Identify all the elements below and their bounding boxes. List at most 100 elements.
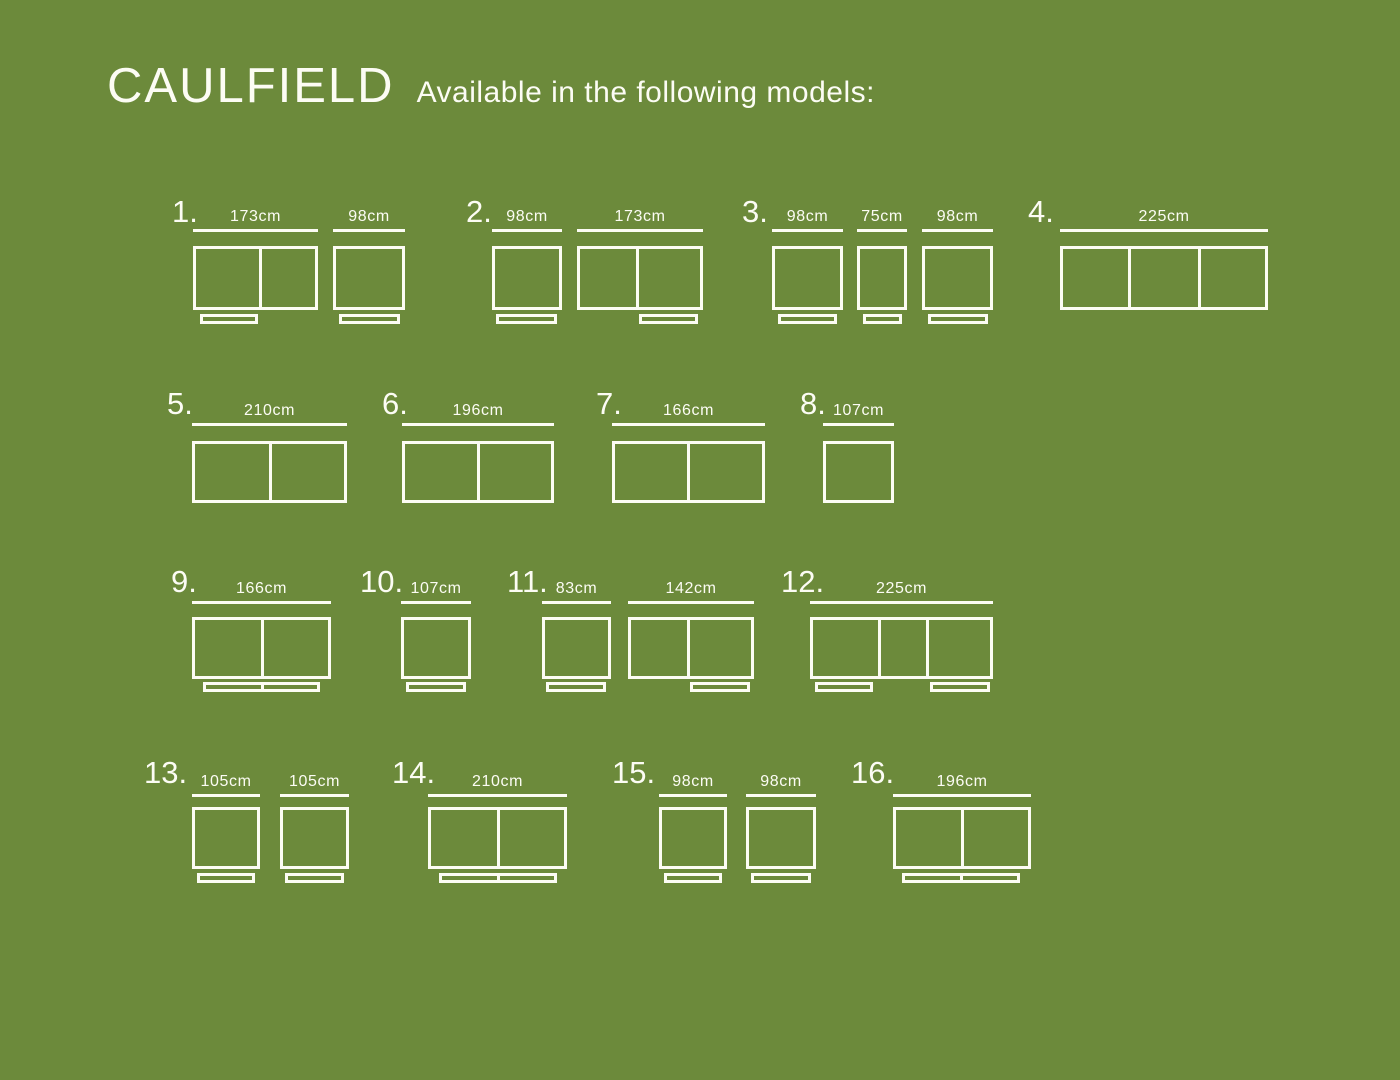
unit-outline	[333, 246, 405, 310]
model-number: 12.	[781, 564, 825, 599]
unit-outline	[810, 617, 993, 679]
dimension-line	[823, 423, 894, 426]
unit-divider	[926, 620, 929, 676]
unit-plinth	[664, 873, 722, 883]
unit-plinth	[639, 314, 698, 324]
dimension-line	[280, 794, 349, 797]
dimension-line	[772, 229, 843, 232]
unit-outline	[772, 246, 843, 310]
dimension-line	[192, 794, 260, 797]
unit-outline	[577, 246, 703, 310]
dimension-label: 98cm	[786, 208, 829, 225]
unit-divider	[1128, 249, 1131, 307]
model-number: 6.	[382, 386, 408, 421]
model-number: 11.	[507, 564, 548, 599]
unit-divider	[497, 810, 500, 866]
unit-outline	[492, 246, 562, 310]
dimension-label: 166cm	[235, 580, 288, 597]
brand-title: CAULFIELD	[107, 59, 395, 113]
unit-outline	[401, 617, 471, 679]
dimension-label: 98cm	[936, 208, 979, 225]
unit-outline	[428, 807, 567, 869]
unit-outline	[542, 617, 611, 679]
model-number: 10.	[360, 564, 404, 599]
unit-plinth	[863, 314, 902, 324]
unit-divider	[636, 249, 639, 307]
dimension-line	[857, 229, 907, 232]
unit-outline	[193, 246, 318, 310]
dimension-line	[333, 229, 405, 232]
unit-plinth	[339, 314, 400, 324]
page-subtitle: Available in the following models:	[416, 76, 875, 109]
dimension-label: 166cm	[662, 402, 715, 419]
unit-outline	[612, 441, 765, 503]
dimension-label: 142cm	[665, 580, 717, 597]
dimension-line	[428, 794, 567, 797]
model-number: 5.	[167, 386, 193, 421]
page-header: CAULFIELD Available in the following mod…	[107, 58, 875, 114]
unit-outline	[922, 246, 993, 310]
dimension-line	[192, 601, 331, 604]
dimension-label: 98cm	[760, 773, 802, 790]
model-number: 7.	[596, 386, 622, 421]
dimension-line	[401, 601, 471, 604]
model-number: 2.	[466, 194, 492, 229]
unit-plinth	[815, 682, 873, 692]
dimension-line	[612, 423, 765, 426]
model-number: 1.	[172, 194, 198, 229]
dimension-line	[192, 423, 347, 426]
dimension-label: 210cm	[471, 773, 524, 790]
dimension-label: 196cm	[452, 402, 504, 419]
unit-outline	[192, 441, 347, 503]
dimension-label: 196cm	[936, 773, 988, 790]
unit-plinth	[930, 682, 990, 692]
dimension-line	[810, 601, 993, 604]
model-number: 4.	[1028, 194, 1054, 229]
unit-divider	[1198, 249, 1201, 307]
model-number: 3.	[742, 194, 768, 229]
dimension-line	[659, 794, 727, 797]
unit-outline	[659, 807, 727, 869]
dimension-line	[402, 423, 554, 426]
dimension-label: 83cm	[555, 580, 598, 597]
plinth-divider	[960, 876, 963, 880]
unit-divider	[878, 620, 881, 676]
dimension-label: 105cm	[288, 773, 341, 790]
dimension-label: 75cm	[861, 208, 903, 225]
unit-outline	[192, 617, 331, 679]
unit-plinth	[285, 873, 344, 883]
dimension-line	[542, 601, 611, 604]
model-number: 15.	[612, 755, 656, 790]
unit-plinth	[203, 682, 320, 692]
dimension-label: 107cm	[832, 402, 885, 419]
model-number: 13.	[144, 755, 188, 790]
unit-plinth	[496, 314, 557, 324]
dimension-label: 225cm	[1138, 208, 1190, 225]
unit-plinth	[197, 873, 255, 883]
dimension-line	[922, 229, 993, 232]
unit-divider	[477, 444, 480, 500]
dimension-label: 98cm	[506, 208, 548, 225]
unit-outline	[402, 441, 554, 503]
model-number: 14.	[392, 755, 436, 790]
dimension-label: 107cm	[410, 580, 462, 597]
unit-plinth	[751, 873, 811, 883]
unit-plinth	[200, 314, 258, 324]
dimension-line	[193, 229, 318, 232]
model-number: 9.	[171, 564, 197, 599]
unit-outline	[893, 807, 1031, 869]
unit-plinth	[690, 682, 750, 692]
unit-plinth	[546, 682, 606, 692]
dimension-label: 173cm	[229, 208, 282, 225]
unit-plinth	[902, 873, 1020, 883]
unit-divider	[269, 444, 272, 500]
dimension-line	[746, 794, 816, 797]
unit-divider	[687, 620, 690, 676]
unit-outline	[746, 807, 816, 869]
unit-outline	[857, 246, 907, 310]
dimension-label: 105cm	[200, 773, 252, 790]
dimension-label: 98cm	[672, 773, 714, 790]
dimension-label: 173cm	[614, 208, 666, 225]
unit-divider	[961, 810, 964, 866]
unit-divider	[259, 249, 262, 307]
